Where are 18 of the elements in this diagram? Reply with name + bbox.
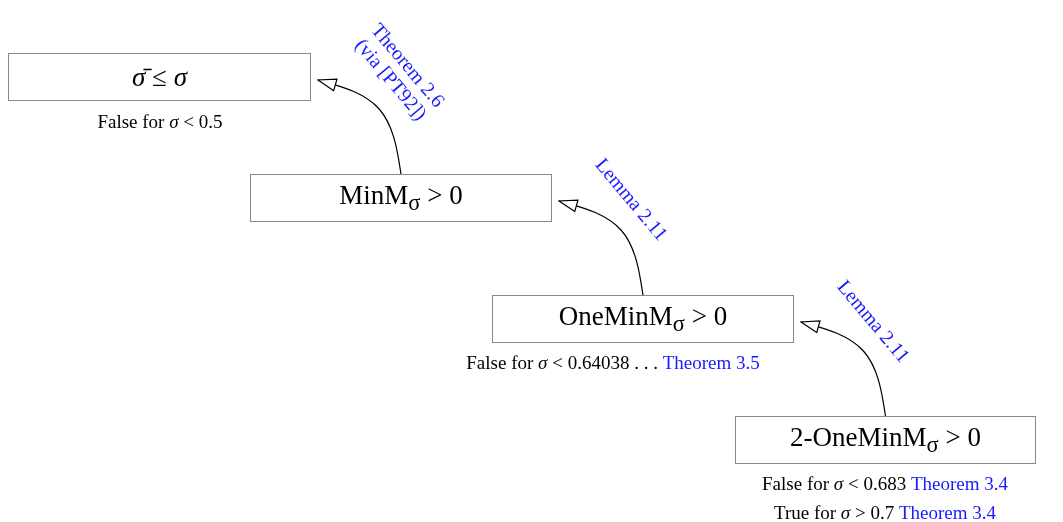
condition-note: True for σ > 0.7 [774, 502, 895, 522]
statement-text: σ̄ ≤ σ [132, 61, 187, 93]
theorem-reference: Theorem 3.5 [662, 352, 760, 373]
statement-box [8, 53, 311, 101]
statement-box [735, 416, 1036, 464]
theorem-reference: Theorem 3.4 [910, 473, 1008, 494]
condition-note: False for σ < 0.5 [97, 111, 223, 132]
statement-text: OneMinM$_{σ}$ > 0 [558, 300, 728, 338]
statement-text: MinM$_{σ}$ > 0 [339, 179, 463, 217]
theorem-reference: Theorem 3.4 [898, 502, 996, 522]
statement-box [250, 174, 552, 222]
condition-note: False for σ < 0.683 [762, 473, 907, 494]
arrow [558, 199, 644, 296]
arrow [800, 320, 887, 417]
statement-box [492, 295, 794, 343]
arrow [317, 78, 402, 175]
statement-text: 2-OneMinM$_{σ}$ > 0 [790, 421, 981, 459]
condition-note: False for σ < 0.64038 . . . [466, 352, 658, 373]
